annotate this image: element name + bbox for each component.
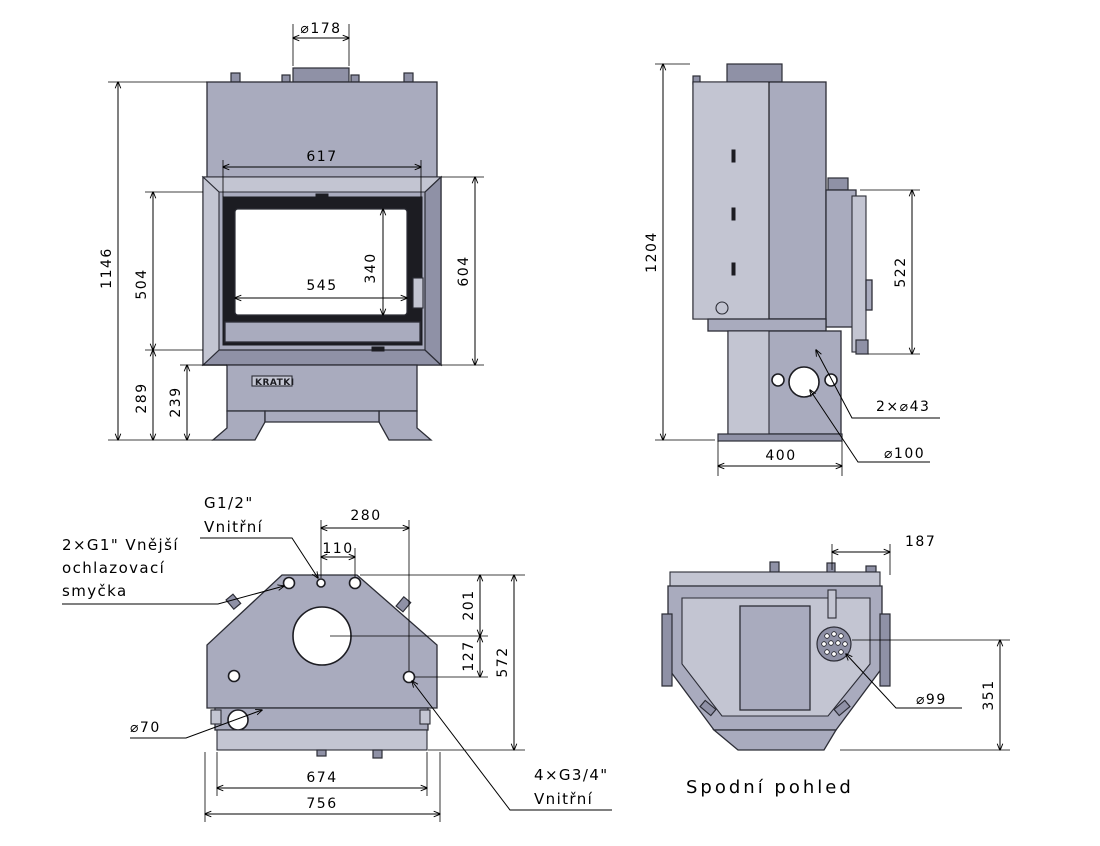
dim-top-201: 201 — [461, 589, 477, 620]
dim-outer-width: 617 — [306, 149, 337, 165]
top-connector — [402, 670, 416, 684]
left-leg — [211, 410, 266, 441]
dim-top-572: 572 — [495, 646, 511, 677]
bottom-right-wing — [879, 613, 891, 687]
dim-base-height: 289 — [134, 382, 150, 413]
side-pipe-label: 2×⌀43 — [876, 399, 930, 415]
right-leg — [378, 410, 433, 441]
bottom-top-rail — [669, 571, 881, 587]
side-foot — [717, 433, 843, 442]
bottom-view-caption: Spodní pohled — [686, 777, 854, 798]
handle-pin — [417, 263, 423, 277]
dim-side-door-height: 522 — [893, 256, 909, 287]
side-ledge — [707, 318, 827, 332]
bottom-clip — [699, 699, 717, 717]
frame-bevel-bottom — [201, 349, 443, 366]
bottom-view: 187 351 ⌀99 Spodní pohled — [661, 534, 1010, 798]
side-door-panel — [851, 195, 867, 353]
side-handle — [865, 279, 873, 311]
bottom-front-plate — [712, 729, 838, 751]
base-skirt — [264, 410, 380, 423]
door-latch-top — [315, 193, 329, 198]
base-body — [226, 364, 418, 412]
note-g12-line1: G1/2" — [204, 494, 254, 512]
logo-text: KRATKI — [255, 378, 295, 388]
dim-top-280: 280 — [350, 508, 381, 524]
flue-collar — [292, 67, 350, 83]
top-connector — [227, 669, 241, 683]
note-g12-line2: Vnitřní — [204, 518, 263, 536]
top-foot — [316, 749, 327, 757]
bottom-left-wing — [661, 613, 673, 687]
side-hinge-top — [827, 177, 849, 191]
bottom-clip — [833, 699, 851, 717]
door-latch-bottom — [371, 346, 385, 352]
top-tab — [395, 595, 412, 613]
stud — [350, 74, 360, 83]
dim-top-756: 756 — [306, 796, 337, 812]
dim-top-674: 674 — [306, 770, 337, 786]
side-slot — [731, 262, 736, 276]
note-g1-line1: 2×G1" Vnější — [62, 536, 179, 554]
side-air-inlet — [788, 366, 820, 398]
side-flue — [726, 63, 783, 83]
dim-top-70: ⌀70 — [130, 720, 161, 736]
side-face-light — [692, 81, 770, 320]
front-view: KRATKI ⌀178 1146 504 289 239 617 604 545… — [99, 21, 484, 440]
dim-total-height: 1146 — [99, 247, 115, 289]
top-air-inlet — [227, 709, 249, 731]
dim-top-127: 127 — [461, 640, 477, 671]
stud — [230, 72, 241, 83]
side-slot — [731, 207, 736, 221]
side-air-inlet-label: ⌀100 — [884, 446, 925, 462]
side-pipe-hole — [771, 373, 785, 387]
dim-glass-width: 545 — [306, 278, 337, 294]
note-g34-line2: Vnitřní — [534, 790, 593, 808]
side-base-face — [727, 330, 770, 435]
logo-plate — [251, 375, 293, 387]
top-view: 280 110 201 127 572 674 756 ⌀70 G1/2" Vn… — [62, 494, 612, 822]
side-slot — [731, 149, 736, 163]
upper-body — [206, 81, 438, 181]
bottom-g12-pipe — [827, 589, 837, 619]
dim-bottom-187: 187 — [905, 534, 936, 550]
top-foot — [372, 749, 383, 759]
dim-top-110: 110 — [322, 541, 353, 557]
dim-bottom-351: 351 — [981, 679, 997, 710]
note-g1-line3: smyčka — [62, 582, 128, 600]
stud — [281, 74, 291, 83]
bottom-tab — [769, 561, 780, 573]
door-lower-strip — [224, 321, 421, 343]
frame-bevel-top — [201, 176, 443, 193]
frame-bevel-left — [202, 175, 220, 367]
top-side-clip — [419, 709, 431, 725]
bottom-inlet-holes — [821, 631, 848, 657]
bottom-center-panel — [739, 605, 811, 711]
dim-outer-height: 604 — [456, 255, 472, 286]
note-g1-line2: ochlazovací — [62, 559, 165, 577]
dim-flue-diameter: ⌀178 — [300, 21, 341, 37]
note-g34-line1: 4×G3/4" — [534, 766, 609, 784]
side-pipe-hole — [824, 373, 838, 387]
door-handle — [412, 277, 424, 309]
top-door-strip — [216, 729, 428, 751]
top-connector — [282, 576, 296, 590]
frame-bevel-right — [424, 175, 442, 367]
stud — [403, 72, 414, 83]
dim-door-height: 504 — [134, 268, 150, 299]
dim-glass-height: 340 — [363, 252, 379, 283]
dim-side-base-width: 400 — [765, 448, 796, 464]
side-door-foot — [855, 339, 869, 355]
dim-side-total-height: 1204 — [644, 231, 660, 273]
bottom-tab — [865, 565, 877, 573]
side-knob — [715, 301, 729, 315]
top-connector-g12 — [316, 578, 326, 588]
dim-leg-height: 239 — [168, 386, 184, 417]
door-glass — [234, 208, 408, 316]
top-side-clip — [210, 709, 222, 725]
top-connector — [348, 576, 362, 590]
dim-bottom-99: ⌀99 — [916, 692, 947, 708]
side-view: 1204 522 400 2×⌀43 ⌀100 — [644, 64, 940, 476]
